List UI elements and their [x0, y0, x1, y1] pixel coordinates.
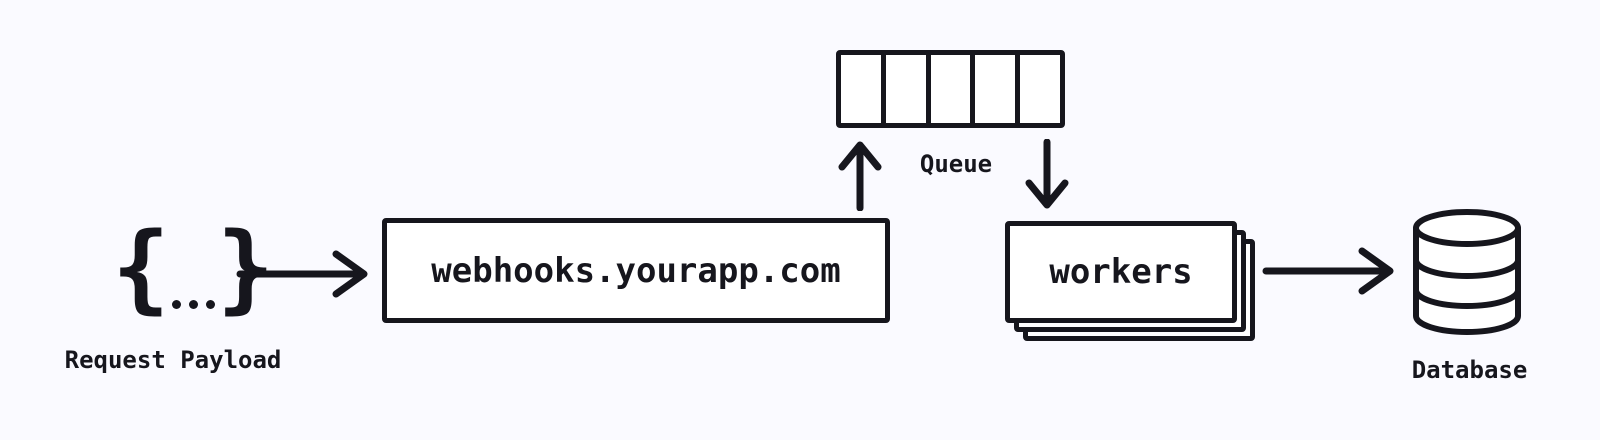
request-payload-label: Request Payload [64, 346, 282, 374]
queue-slot [886, 55, 931, 123]
payload-dot [171, 300, 181, 309]
payload-dot [205, 300, 215, 309]
queue-slots [836, 50, 1065, 128]
payload-dots [170, 219, 217, 325]
arrow-payload-to-ingress-icon [236, 250, 368, 298]
queue-slot [841, 55, 886, 123]
ingress-node: webhooks.yourapp.com [382, 218, 890, 323]
database-cylinder-icon [1413, 209, 1521, 335]
queue-slot [931, 55, 976, 123]
arrow-ingress-to-queue-icon [838, 141, 882, 211]
database-label: Database [1411, 356, 1528, 384]
workers-label: workers [1049, 252, 1193, 292]
queue-label: Queue [919, 150, 993, 178]
request-payload-icon: { } [112, 212, 275, 324]
payload-dot [188, 300, 198, 309]
brace-right-glyph: } [216, 212, 275, 324]
ingress-label: webhooks.yourapp.com [431, 250, 841, 291]
queue-slot [1020, 55, 1060, 123]
queue-slot [975, 55, 1021, 123]
workers-stack: workers [1005, 221, 1257, 343]
arrow-workers-to-database-icon [1262, 247, 1394, 295]
brace-left-glyph: { [112, 212, 170, 324]
arrow-queue-to-workers-icon [1025, 139, 1069, 209]
workers-node: workers [1005, 221, 1237, 323]
